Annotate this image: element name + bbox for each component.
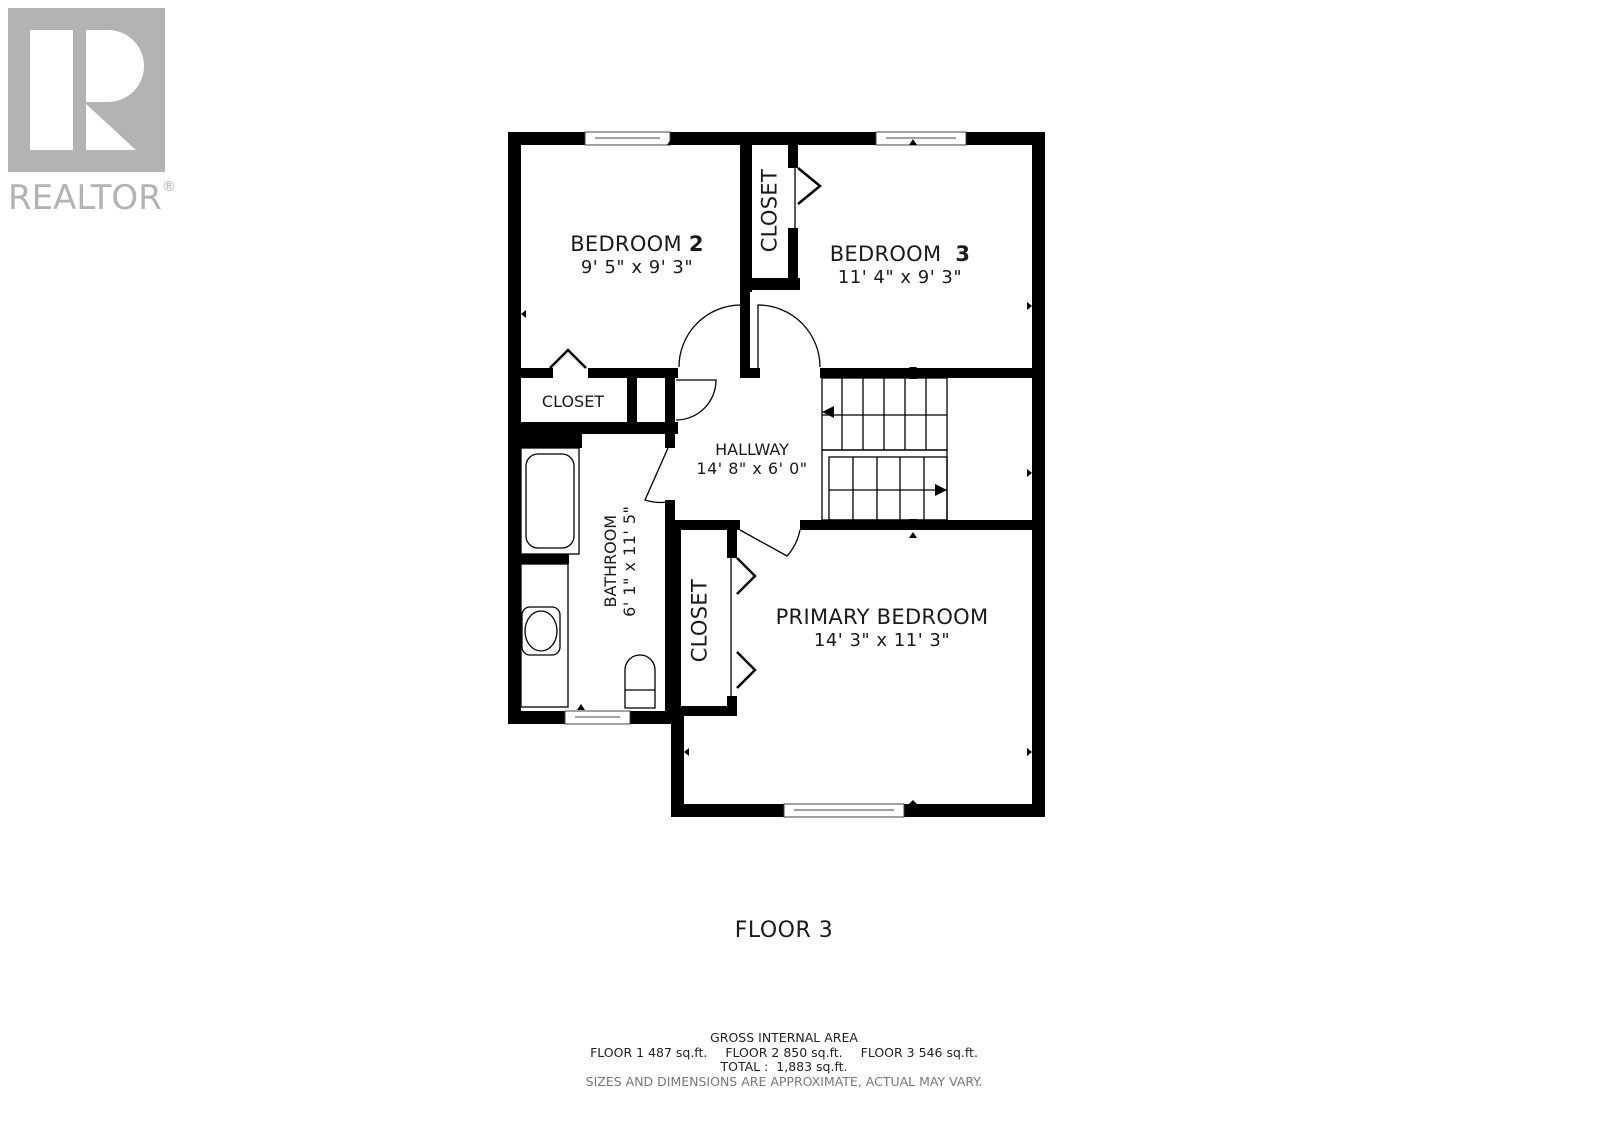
room-dimensions: 9' 5" x 9' 3" [580, 257, 694, 279]
room-bedroom-3: BEDROOM 3 11' 4" x 9' 3" [830, 242, 971, 289]
floor-3-area: 546 sq.ft. [918, 1044, 978, 1060]
floor-2-label: FLOOR 2 [725, 1044, 780, 1060]
room-closet-hall: CLOSET [541, 392, 605, 411]
total-label: TOTAL : [720, 1059, 769, 1074]
room-dimensions: 14' 8" x 6' 0" [696, 459, 808, 479]
room-number: 2 [688, 232, 704, 256]
room-dimensions: 6' 1" x 11' 5" [620, 505, 639, 617]
room-name: BEDROOM [829, 242, 942, 266]
disclaimer: SIZES AND DIMENSIONS ARE APPROXIMATE, AC… [585, 1073, 983, 1089]
total-value: 1,883 sq.ft. [776, 1059, 848, 1074]
room-closet-bedroom-3: CLOSET [757, 168, 782, 253]
room-name: PRIMARY BEDROOM [775, 605, 989, 629]
room-name: HALLWAY [715, 440, 789, 459]
realtor-r-mark-icon [8, 8, 165, 172]
floor-label: FLOOR 3 [734, 918, 834, 943]
room-name: BEDROOM [570, 232, 682, 256]
room-dimensions: 11' 4" x 9' 3" [837, 267, 963, 289]
room-closet-primary: CLOSET [687, 578, 712, 663]
floor-areas: FLOOR 1 487 sq.ft. FLOOR 2 850 sq.ft. FL… [586, 1044, 983, 1061]
area-summary: GROSS INTERNAL AREA FLOOR 1 487 sq.ft. F… [585, 1030, 983, 1089]
room-number: 3 [955, 242, 971, 266]
room-hallway: HALLWAY 14' 8" x 6' 0" [696, 440, 807, 478]
room-bathroom: BATHROOM 6' 1" x 11' 5" [601, 501, 639, 621]
floor-1-label: FLOOR 1 [590, 1044, 645, 1060]
area-heading: GROSS INTERNAL AREA [710, 1030, 858, 1045]
room-primary-bedroom: PRIMARY BEDROOM 14' 3" x 11' 3" [776, 605, 989, 652]
floor-1-area: 487 sq.ft. [648, 1044, 708, 1060]
realtor-wordmark: REALTOR® [8, 178, 176, 218]
floor-3-label: FLOOR 3 [860, 1044, 915, 1060]
room-name: BATHROOM [600, 514, 620, 608]
room-dimensions: 14' 3" x 11' 3" [813, 630, 951, 652]
total-area: TOTAL : 1,883 sq.ft. [586, 1059, 983, 1075]
floor-2-area: 850 sq.ft. [783, 1044, 843, 1060]
room-bedroom-2: BEDROOM 2 9' 5" x 9' 3" [570, 232, 704, 279]
